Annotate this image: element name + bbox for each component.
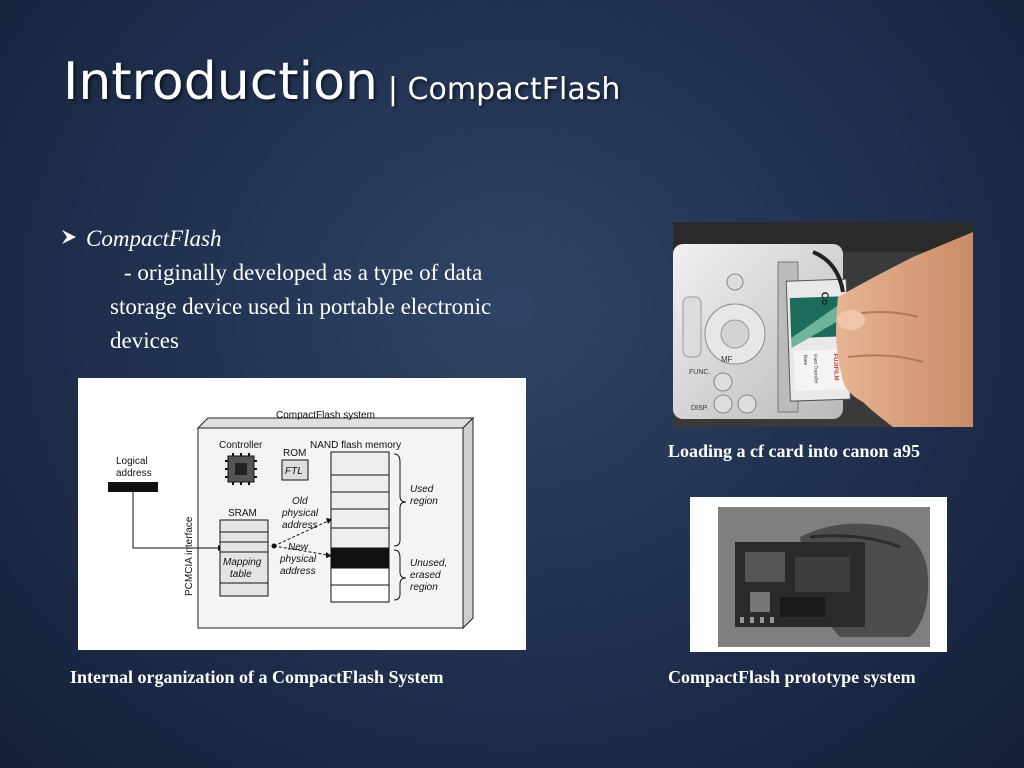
mf-label: MF xyxy=(721,355,733,364)
rom-label: ROM xyxy=(283,448,306,459)
new-physical-1: New xyxy=(288,542,309,553)
mapping-table-2: table xyxy=(230,569,252,580)
card-text-rate: Fast Transfer xyxy=(812,354,819,384)
mapping-table-1: Mapping xyxy=(223,557,262,568)
prototype-photo xyxy=(690,497,947,652)
old-physical-3: address xyxy=(282,520,318,531)
used-region-1: Used xyxy=(410,484,434,495)
new-physical-3: address xyxy=(280,566,316,577)
camera-caption: Loading a cf card into canon a95 xyxy=(668,441,921,461)
sram-label: SRAM xyxy=(228,508,257,519)
unused-region-1: Unused, xyxy=(410,558,447,569)
compactflash-diagram: CompactFlash system Logical address PCMC… xyxy=(78,378,526,650)
camera-photo: MF FUNC. DISP. Co FUJIFILM Fast Transfer… xyxy=(673,222,973,427)
ftl-label: FTL xyxy=(285,466,303,477)
controller-label: Controller xyxy=(219,440,263,451)
logical-address-2: address xyxy=(116,468,152,479)
new-physical-2: physical xyxy=(279,554,317,565)
disp-label: DISP. xyxy=(691,405,708,412)
old-physical-2: physical xyxy=(281,508,319,519)
logical-address-1: Logical xyxy=(116,456,148,467)
bullet-line-3: devices xyxy=(110,328,179,353)
bullet-heading-text: CompactFlash xyxy=(86,226,222,251)
prototype-caption: CompactFlash prototype system xyxy=(668,667,916,687)
card-text-co: Co xyxy=(819,292,830,306)
bullet-block: CompactFlash - originally developed as a… xyxy=(60,222,620,358)
bullet-line-2: storage device used in portable electron… xyxy=(110,294,492,319)
unused-region-3: region xyxy=(410,582,438,593)
slide-title: Introduction | CompactFlash xyxy=(63,52,620,112)
bullet-body: - originally developed as a type of data… xyxy=(110,256,620,358)
unused-region-2: erased xyxy=(410,570,441,581)
interface-label: PCMCIA interface xyxy=(184,516,195,596)
card-text-rate2: Rate xyxy=(802,355,808,366)
arrow-bullet-icon xyxy=(60,222,78,256)
old-physical-1: Old xyxy=(292,496,308,507)
system-label: CompactFlash system xyxy=(276,410,375,421)
bullet-line-1: - originally developed as a type of data xyxy=(124,260,483,285)
title-main: Introduction xyxy=(63,52,378,112)
bullet-heading: CompactFlash xyxy=(60,222,620,256)
func-label: FUNC. xyxy=(689,369,710,376)
title-subtitle: | CompactFlash xyxy=(387,72,621,107)
card-text-brand: FUJIFILM xyxy=(832,353,839,380)
nand-label: NAND flash memory xyxy=(310,440,401,451)
diagram-caption: Internal organization of a CompactFlash … xyxy=(70,667,444,687)
used-region-2: region xyxy=(410,496,438,507)
logical-address-bar xyxy=(108,482,158,492)
